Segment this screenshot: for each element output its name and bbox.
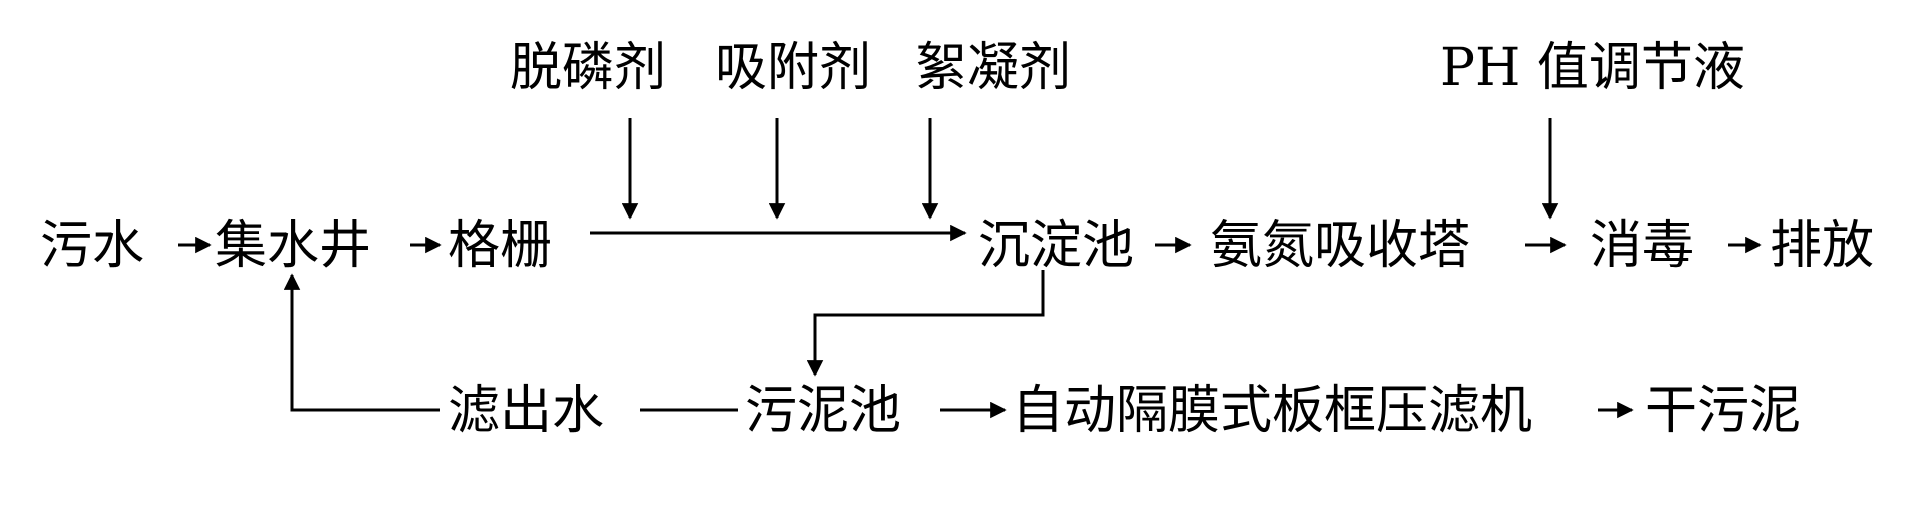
node-sewage: 污水 xyxy=(40,216,145,276)
node-disinfect: 消毒 xyxy=(1590,216,1695,276)
label-adsorb: 吸附剂 xyxy=(715,38,872,98)
label-ph: PH 值调节液 xyxy=(1440,38,1745,98)
node-grille: 格栅 xyxy=(448,216,553,276)
node-sludge-tank: 污泥池 xyxy=(745,381,902,441)
label-floc: 絮凝剂 xyxy=(915,38,1072,98)
node-filter-press: 自动隔膜式板框压滤机 xyxy=(1012,381,1533,441)
node-ammonia-tower: 氨氮吸收塔 xyxy=(1210,216,1471,276)
node-discharge: 排放 xyxy=(1770,216,1875,276)
node-dry-sludge: 干污泥 xyxy=(1645,381,1802,441)
arrow-filtrate-sump xyxy=(283,273,440,412)
node-sump: 集水井 xyxy=(215,216,372,276)
label-dephos: 脱磷剂 xyxy=(510,38,667,98)
arrow-sediment-sludge xyxy=(806,270,1045,377)
node-filtrate: 滤出水 xyxy=(448,381,605,441)
node-sediment: 沉淀池 xyxy=(978,216,1135,276)
